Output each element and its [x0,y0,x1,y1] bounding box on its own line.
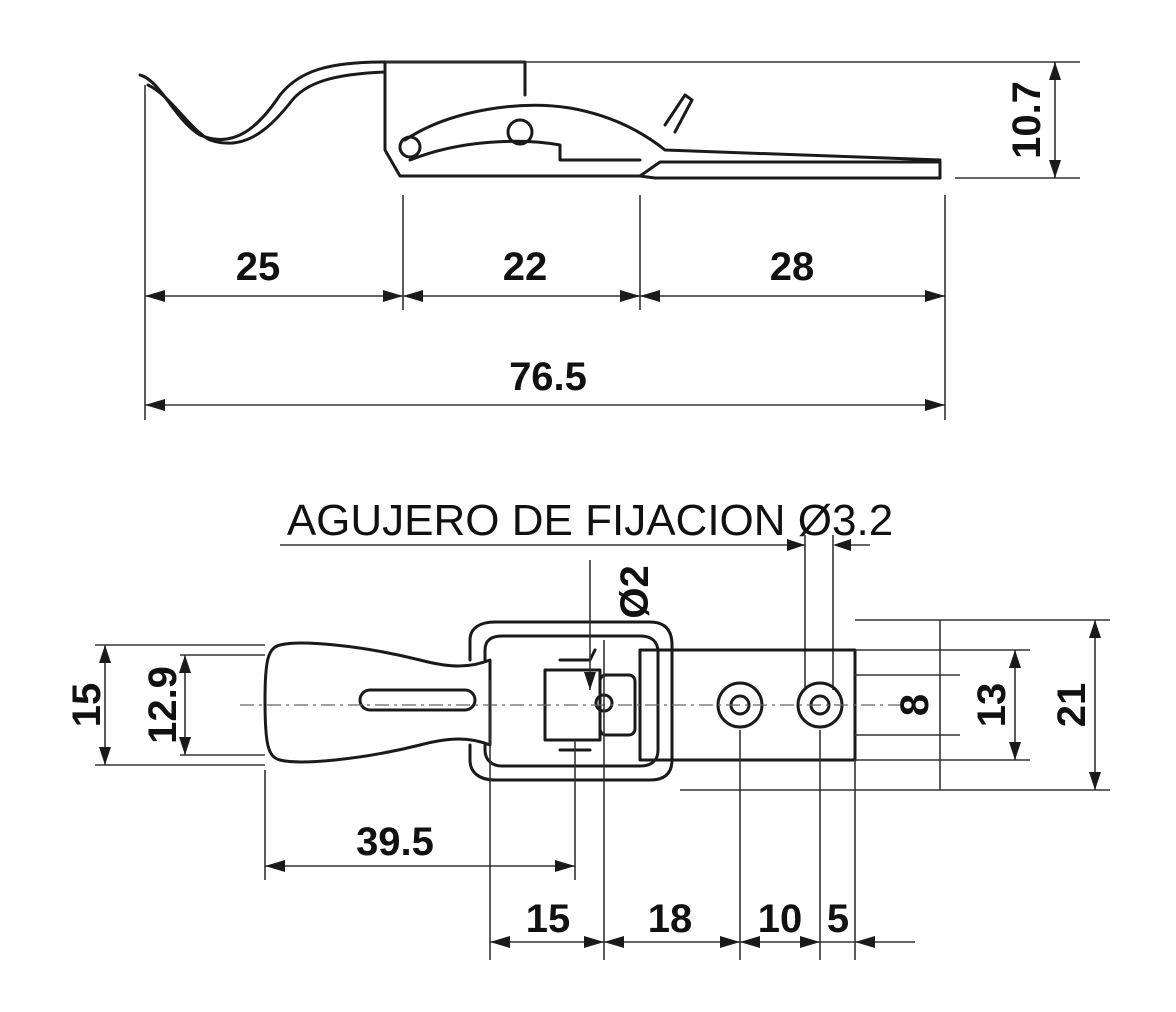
dim-plate-slot: 8 [893,694,937,716]
side-pivot [398,135,422,159]
dim-plate-width: 21 [1050,683,1094,728]
dim-plate-inner: 13 [970,683,1014,728]
dim-pin-diameter: Ø2 [613,565,657,618]
dim-overall-length: 76.5 [509,355,587,399]
side-rivet [506,118,534,146]
plan-handle [263,641,492,764]
side-spring-arm [403,103,942,162]
side-tab [663,93,694,134]
dim-handle-width: 15 [65,683,109,728]
dim-bottom-c: 10 [758,897,803,941]
plan-bail [468,620,674,782]
dim-seg-b: 22 [503,245,548,289]
dim-seg-c: 28 [770,245,815,289]
dim-bottom-a: 15 [526,897,571,941]
dim-bottom-b: 18 [648,897,693,941]
dim-bottom-d: 5 [827,897,849,941]
dim-side-height: 10.7 [1005,81,1049,159]
side-lever [138,60,527,141]
plan-handle-slot [358,688,477,712]
side-lever-inner [146,70,387,145]
dim-seg-a: 25 [236,245,281,289]
side-view: 10.7 25 22 28 76.5 [138,60,1080,420]
plan-view: Ø2 15 12.9 8 13 21 [65,535,1110,960]
side-housing [383,60,942,180]
side-spring-arm-lower [408,139,642,162]
dim-handle-inner-width: 12.9 [141,666,185,744]
plan-bail-inner [483,634,660,768]
mounting-hole-title: AGUJERO DE FIJACION Ø3.2 [287,496,893,545]
dim-handle-length: 39.5 [356,820,434,864]
